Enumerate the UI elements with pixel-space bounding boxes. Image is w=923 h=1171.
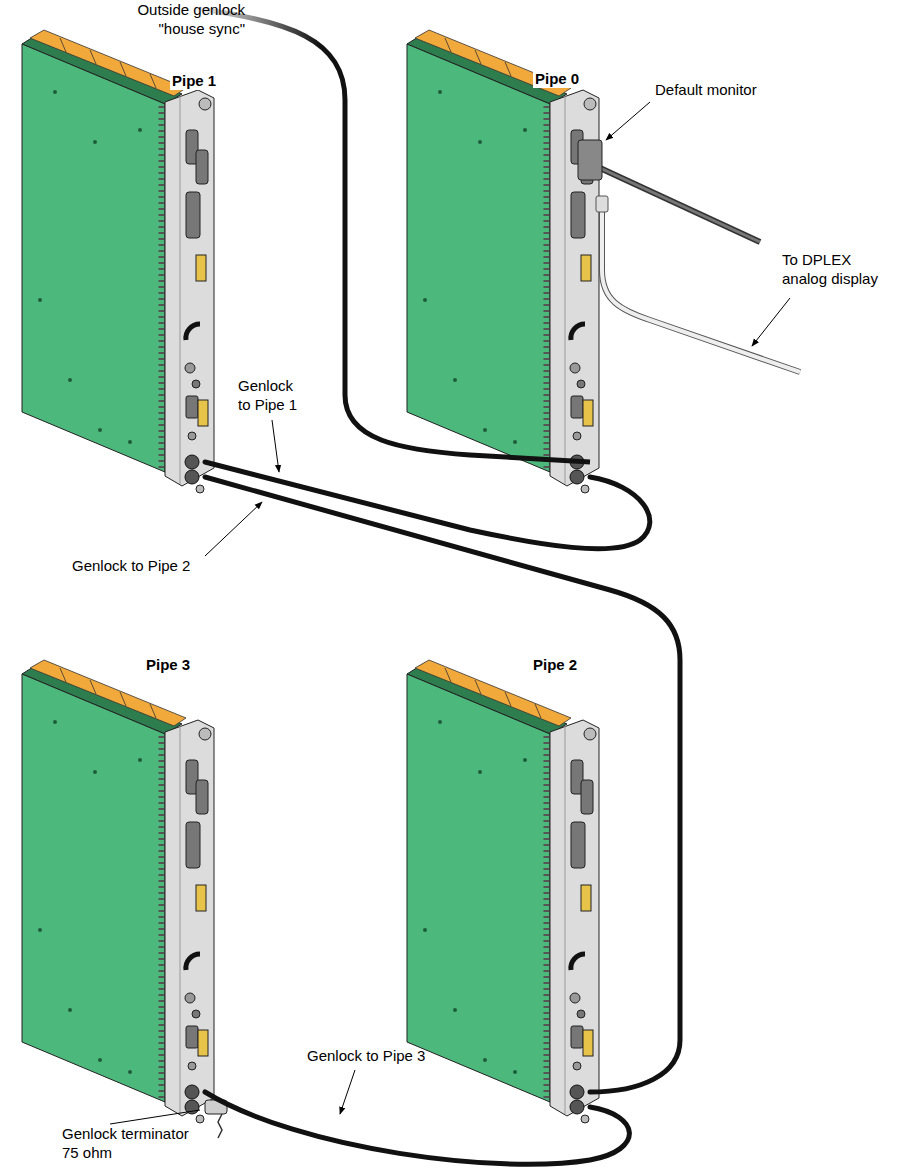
pipe-board: Pipe 1 — [20, 30, 205, 480]
pipe-board: Pipe 3 — [20, 660, 205, 1110]
callout-label: Genlock to Pipe 3 — [307, 1046, 447, 1065]
pipe-label: Pipe 2 — [531, 656, 579, 674]
genlock-cable — [205, 1092, 629, 1164]
dplex-cable — [602, 205, 800, 372]
callout-label: Genlock to Pipe 1 — [238, 376, 304, 414]
monitor-plug — [578, 140, 602, 180]
monitor-cable — [600, 168, 760, 242]
leader-line — [606, 102, 650, 140]
graphics-board — [407, 30, 599, 493]
pipe-label: Pipe 1 — [170, 72, 218, 90]
pipe-board: Pipe 2 — [405, 660, 590, 1110]
genlock-cable — [205, 462, 650, 549]
graphics-board — [407, 660, 599, 1123]
genlock-cable — [205, 477, 680, 1092]
pipe-label: Pipe 0 — [533, 70, 581, 88]
callout-label: Default monitor — [655, 80, 785, 99]
graphics-board — [22, 660, 214, 1123]
house-sync-cable — [190, 8, 590, 462]
pipe-label: Pipe 3 — [144, 656, 192, 674]
leader-line — [110, 1110, 200, 1124]
leader-line — [272, 420, 279, 472]
leader-line — [205, 502, 262, 556]
graphics-board — [22, 30, 214, 493]
callout-label: Genlock to Pipe 2 — [72, 556, 212, 575]
leader-line — [752, 298, 790, 346]
pipe-board: Pipe 0 — [405, 30, 590, 480]
dplex-plug — [596, 196, 608, 212]
callout-label: To DPLEX analog display — [782, 250, 882, 288]
monitor-cable — [600, 168, 760, 242]
dplex-cable — [602, 205, 800, 372]
terminator-chain — [218, 1114, 222, 1138]
callout-label: Outside genlock "house sync" — [120, 0, 245, 38]
callout-label: Genlock terminator 75 ohm — [62, 1124, 195, 1162]
leader-line — [340, 1070, 355, 1114]
